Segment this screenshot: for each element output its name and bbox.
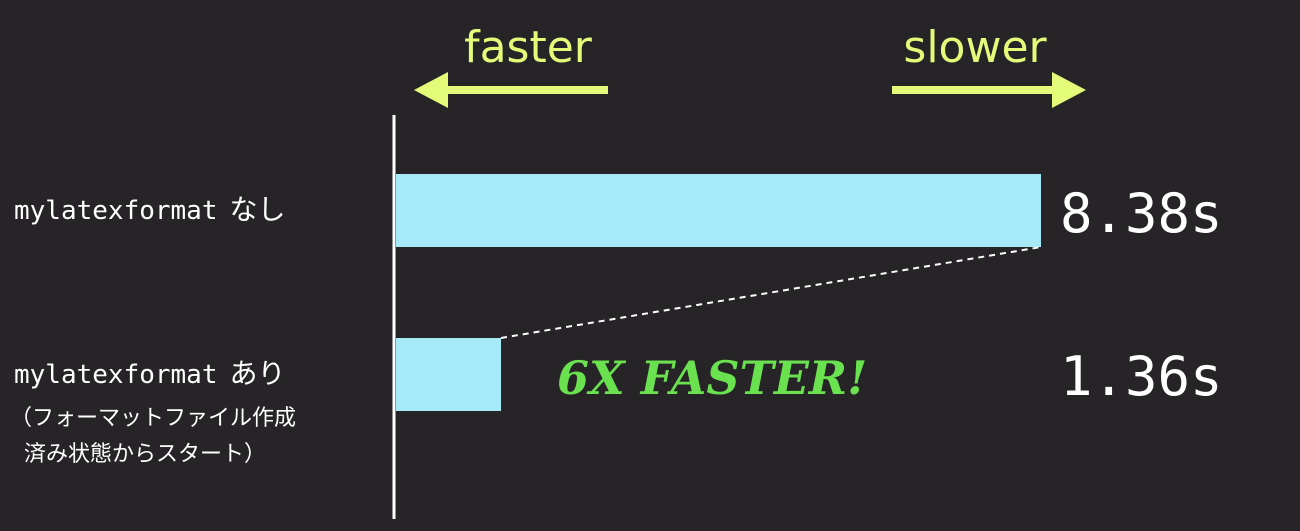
left-arrow-icon	[414, 72, 608, 108]
category-suffix: なし	[230, 193, 286, 226]
bar-with-format	[396, 338, 501, 411]
right-arrow-icon	[892, 72, 1086, 108]
faster-label: faster	[464, 22, 593, 73]
category-note-line-2: 済み状態からスタート）	[24, 442, 266, 467]
value-label-without-format: 8.38s	[1060, 182, 1223, 245]
value-label-with-format: 1.36s	[1060, 345, 1223, 408]
category-label-without-format: mylatexformat なし	[14, 193, 286, 226]
bar-without-format	[396, 174, 1041, 247]
category-label-with-format: mylatexformat あり	[14, 357, 286, 390]
category-note-line-1: （フォーマットファイル作成	[10, 406, 296, 431]
category-code: mylatexformat	[14, 196, 218, 226]
category-code: mylatexformat	[14, 360, 218, 390]
comparison-connector	[500, 246, 1042, 339]
speedup-annotation: 6X FASTER!	[557, 351, 867, 405]
category-suffix: あり	[230, 357, 286, 390]
slower-label: slower	[903, 22, 1047, 73]
